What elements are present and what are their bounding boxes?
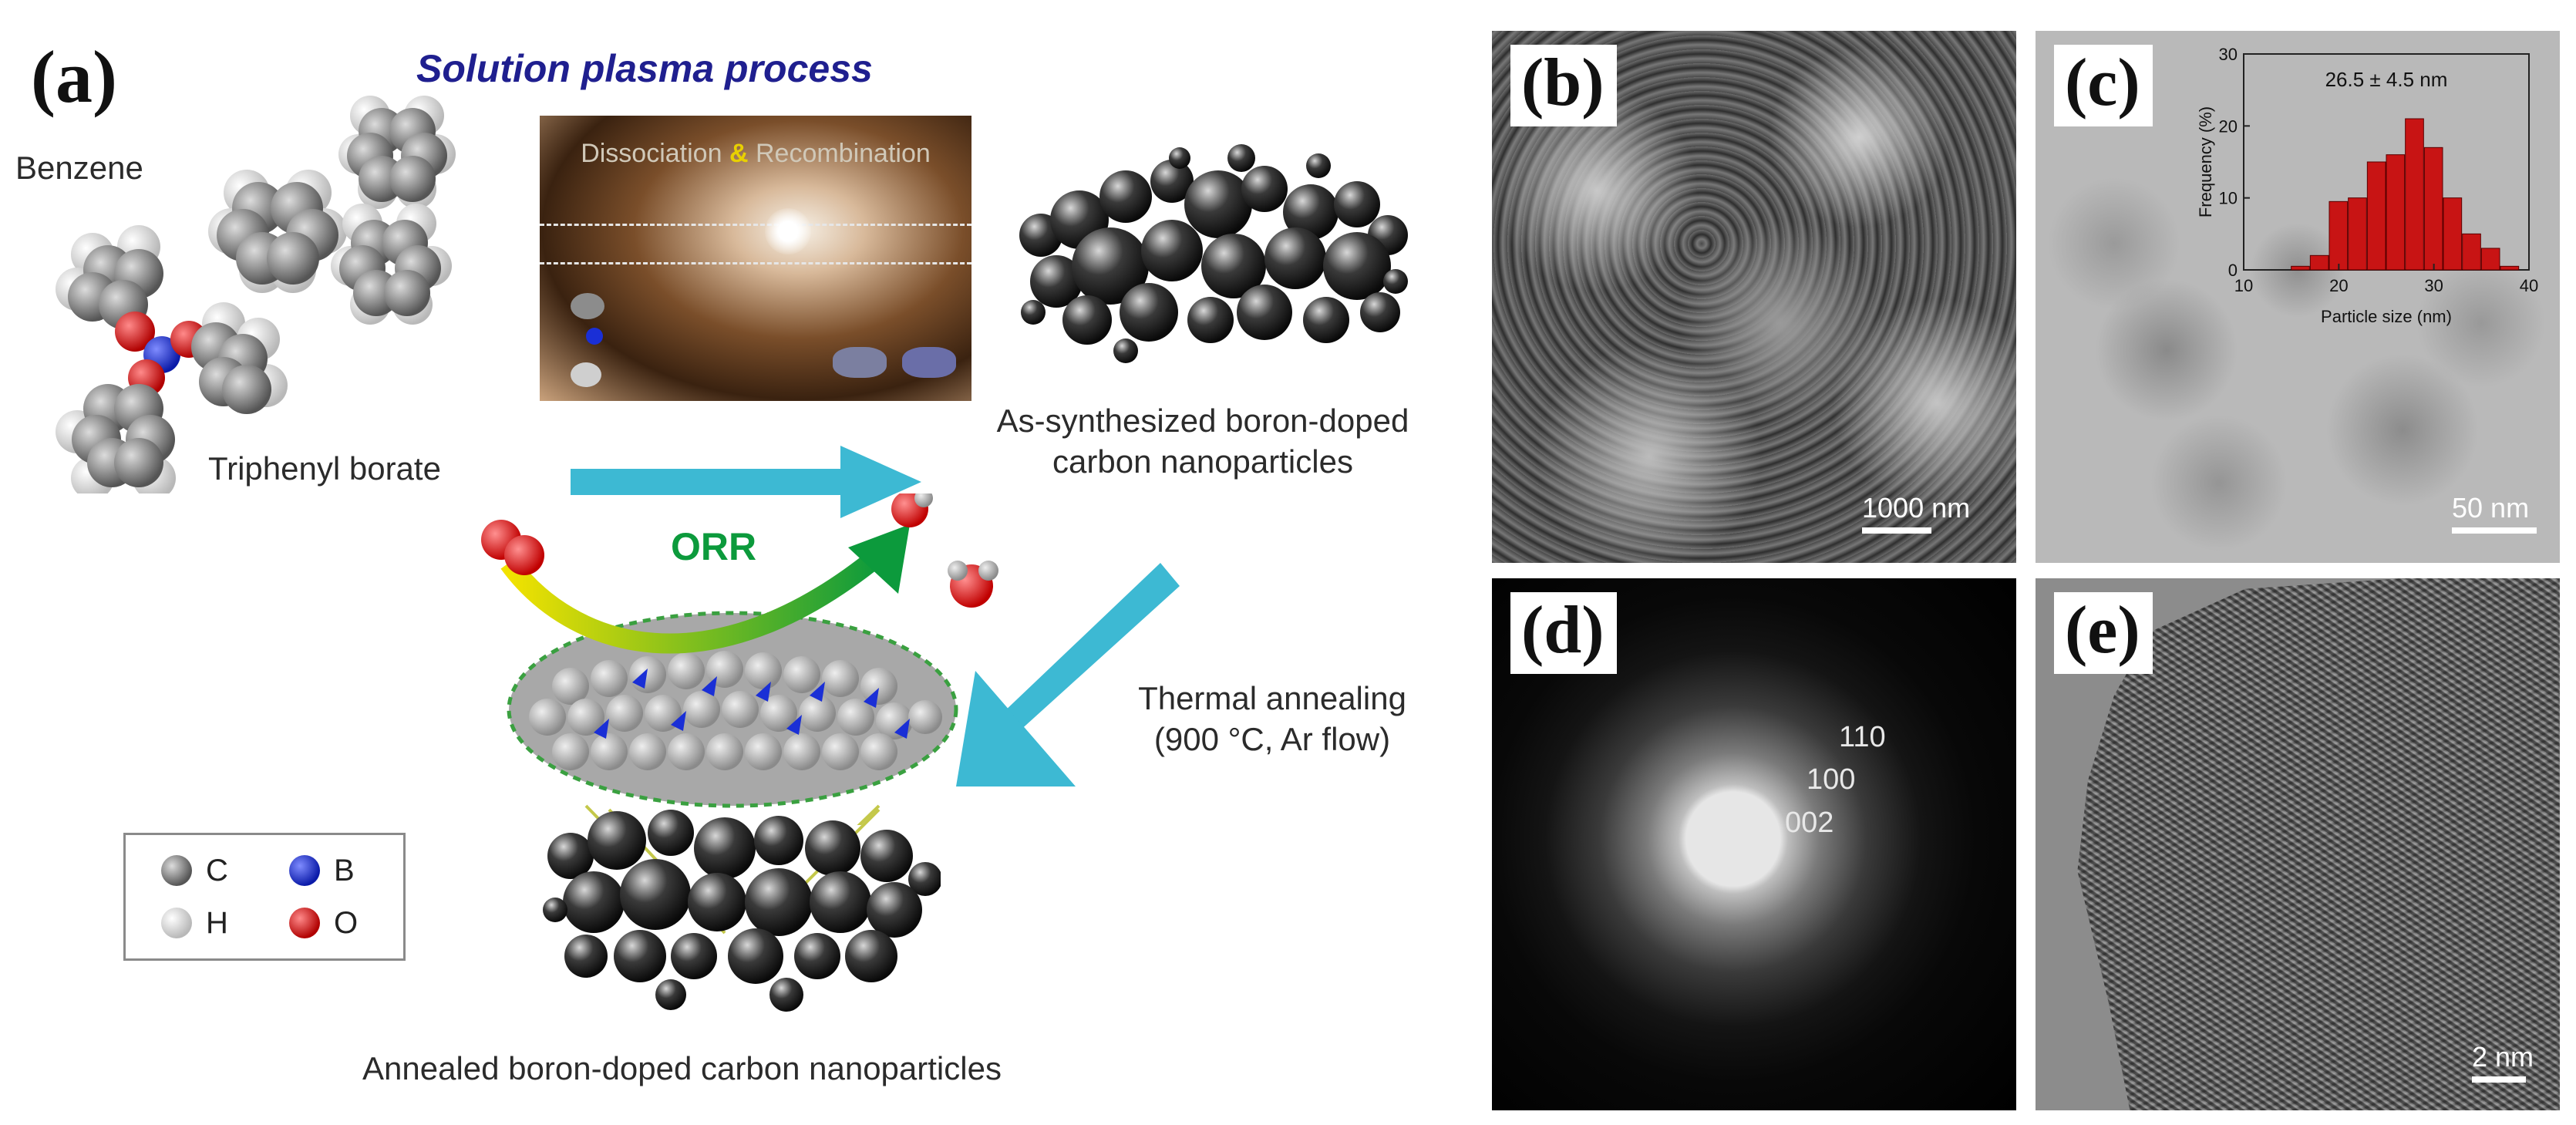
panel-e-scale-label: 2 nm — [2472, 1041, 2534, 1073]
triphenyl-label: Triphenyl borate — [208, 450, 441, 487]
ring-label-110: 110 — [1839, 721, 1886, 753]
x-tick-label: 30 — [2424, 276, 2443, 295]
benzene-label: Benzene — [15, 150, 143, 186]
panel-a: (a) Solution plasma process Benzene — [15, 35, 1457, 1087]
panel-d-label: (d) — [1510, 592, 1617, 674]
panel-a-label: (a) — [31, 35, 117, 118]
as-synthesized-nanoparticles — [1019, 144, 1408, 363]
plasma-recombination: Recombination — [755, 139, 931, 168]
panel-d-saed-image: (d) 110 100 002 — [1492, 578, 2016, 1110]
histogram-bar — [2348, 197, 2367, 271]
annealed-label: Annealed boron-doped carbon nanoparticle… — [362, 1050, 1002, 1086]
y-tick-label: 10 — [2219, 189, 2238, 208]
panel-c-label: (c) — [2054, 45, 2153, 126]
plasma-dissociation: Dissociation — [581, 139, 722, 168]
y-tick-label: 30 — [2219, 45, 2238, 64]
arrow-right-icon — [571, 446, 921, 518]
orr-label: ORR — [671, 525, 757, 568]
panel-e-hrtem-image: (e) 2 nm — [2036, 578, 2560, 1110]
annealed-nanoparticles — [543, 808, 941, 1012]
histogram-bar — [2366, 161, 2386, 271]
as-synthesized-line2: carbon nanoparticles — [1052, 443, 1353, 480]
histogram-bar — [2386, 154, 2406, 271]
x-tick-label: 10 — [2234, 276, 2253, 295]
hrtem-lattice — [2077, 578, 2560, 1110]
histogram-bar — [2329, 200, 2349, 271]
legend-h-icon — [161, 908, 192, 938]
process-title: Solution plasma process — [416, 47, 873, 90]
as-synthesized-label: As-synthesized boron-doped carbon nanopa… — [948, 401, 1457, 482]
benzene-molecule-2 — [338, 96, 456, 209]
histogram-bar — [2443, 197, 2463, 271]
thermal-line1: Thermal annealing — [1138, 680, 1406, 716]
arrow-down-left-icon — [956, 563, 1180, 786]
orr-illustration — [481, 493, 998, 825]
histogram-bar — [2480, 248, 2500, 271]
plasma-photo: Dissociation & Recombination — [540, 116, 971, 401]
ring-label-002: 002 — [1785, 807, 1834, 839]
histogram-bar — [2423, 147, 2443, 271]
plasma-spark — [765, 208, 811, 254]
panel-b-sem-image: (b) 1000 nm — [1492, 31, 2016, 563]
panel-c-scalebar — [2452, 527, 2537, 534]
histogram-bar — [2500, 265, 2520, 271]
thermal-line2: (900 °C, Ar flow) — [1153, 720, 1391, 757]
panel-e-label: (e) — [2054, 592, 2153, 674]
histogram-bar — [2405, 118, 2424, 271]
legend-c-label: C — [206, 854, 228, 888]
legend-b-label: B — [334, 854, 355, 888]
legend-b-icon — [289, 855, 320, 886]
legend-o-label: O — [334, 906, 359, 940]
panel-b-scalebar — [1862, 527, 1931, 534]
histogram-xlabel: Particle size (nm) — [2321, 307, 2452, 326]
ring-label-100: 100 — [1807, 763, 1856, 796]
histogram-bar — [2291, 265, 2310, 271]
y-tick-label: 20 — [2219, 116, 2238, 136]
benzene-molecule-3 — [331, 204, 452, 325]
histogram-bar — [2462, 233, 2481, 271]
benzene-molecule-1 — [208, 170, 347, 293]
molecules-illustration — [56, 96, 456, 493]
legend-c-icon — [161, 855, 192, 886]
plasma-amp: & — [729, 139, 749, 168]
as-synthesized-line1: As-synthesized boron-doped — [996, 403, 1409, 439]
x-tick-label: 40 — [2520, 276, 2538, 295]
legend-h-label: H — [206, 906, 228, 940]
x-tick-label: 20 — [2329, 276, 2348, 295]
thermal-annealing-label: Thermal annealing (900 °C, Ar flow) — [1095, 679, 1450, 760]
triphenyl-borate-molecule — [56, 225, 288, 493]
atom-legend: C B H O — [123, 833, 406, 961]
panel-b-scale-label: 1000 nm — [1862, 492, 1971, 524]
histogram-title: 26.5 ± 4.5 nm — [2325, 68, 2448, 91]
panel-b-label: (b) — [1510, 45, 1617, 126]
panel-c-scale-label: 50 nm — [2452, 492, 2530, 524]
histogram-bar — [2309, 254, 2329, 271]
panel-e-scalebar — [2472, 1076, 2526, 1083]
legend-o-icon — [289, 908, 320, 938]
histogram-ylabel: Frequency (%) — [2196, 106, 2215, 217]
y-tick-label: 0 — [2228, 261, 2238, 280]
